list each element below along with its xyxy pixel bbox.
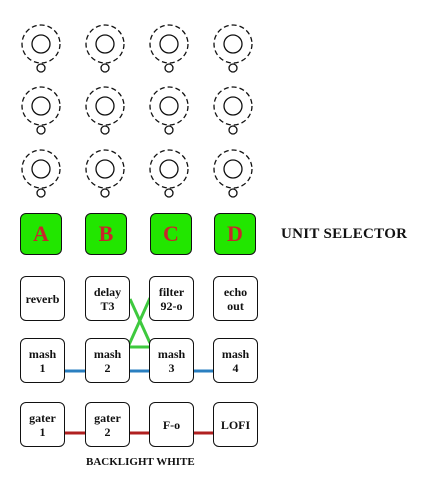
knob-3-2[interactable] (85, 149, 125, 198)
knob-cap-icon (31, 159, 51, 179)
button-line1: gater (94, 410, 121, 425)
button-line1: delay (93, 284, 122, 299)
knob-led-icon (164, 63, 174, 73)
knob-led-icon (164, 188, 174, 198)
button-line1: reverb (25, 291, 60, 306)
mash-3-button[interactable]: mash 3 (149, 338, 194, 383)
knob-3-3[interactable] (149, 149, 189, 198)
knob-ring-icon (21, 24, 61, 64)
button-line2: 3 (168, 360, 175, 375)
knob-3-4[interactable] (213, 149, 253, 198)
button-line2: 4 (232, 360, 239, 375)
knob-ring-icon (213, 24, 253, 64)
unit-d-button[interactable]: D (214, 213, 256, 255)
button-line1: mash (221, 346, 250, 361)
knob-cap-icon (159, 34, 179, 54)
knob-ring-icon (213, 86, 253, 126)
knob-cap-icon (95, 96, 115, 116)
knob-ring-icon (149, 149, 189, 189)
knob-ring-icon (21, 86, 61, 126)
button-line2: 1 (39, 424, 46, 439)
unit-selector-label: UNIT SELECTOR (281, 226, 408, 242)
button-line1: filter (158, 284, 185, 299)
knob-led-icon (164, 125, 174, 135)
lofi-button[interactable]: LOFI (213, 402, 258, 447)
knob-1-3[interactable] (149, 24, 189, 73)
filter-92o-button[interactable]: filter 92-o (149, 276, 194, 321)
mash-2-button[interactable]: mash 2 (85, 338, 130, 383)
button-line2: 1 (39, 360, 46, 375)
knob-2-1[interactable] (21, 86, 61, 135)
knob-ring-icon (85, 149, 125, 189)
link-filter-to-mash2 (126, 297, 152, 348)
knob-1-1[interactable] (21, 24, 61, 73)
knob-cap-icon (223, 34, 243, 54)
gater-1-button[interactable]: gater 1 (20, 402, 65, 447)
knob-cap-icon (31, 34, 51, 54)
button-line2: 2 (104, 360, 111, 375)
unit-c-button[interactable]: C (150, 213, 192, 255)
button-line2: out (227, 298, 244, 313)
button-line1: echo (223, 284, 248, 299)
f-o-button[interactable]: F-o (149, 402, 194, 447)
knob-led-icon (36, 188, 46, 198)
knob-led-icon (100, 188, 110, 198)
button-line1: mash (157, 346, 186, 361)
gater-2-button[interactable]: gater 2 (85, 402, 130, 447)
knob-2-2[interactable] (85, 86, 125, 135)
unit-a-button[interactable]: A (20, 213, 62, 255)
button-line1: gater (29, 410, 56, 425)
mash-1-button[interactable]: mash 1 (20, 338, 65, 383)
knob-ring-icon (213, 149, 253, 189)
knob-led-icon (228, 125, 238, 135)
knob-3-1[interactable] (21, 149, 61, 198)
knob-led-icon (100, 125, 110, 135)
knob-cap-icon (223, 96, 243, 116)
mash-4-button[interactable]: mash 4 (213, 338, 258, 383)
knob-ring-icon (149, 86, 189, 126)
button-line1: LOFI (220, 417, 251, 432)
knob-ring-icon (85, 24, 125, 64)
button-line1: mash (28, 346, 57, 361)
knob-cap-icon (159, 96, 179, 116)
button-line1: mash (93, 346, 122, 361)
knob-2-4[interactable] (213, 86, 253, 135)
knob-cap-icon (223, 159, 243, 179)
knob-led-icon (36, 125, 46, 135)
knob-led-icon (228, 63, 238, 73)
knob-ring-icon (149, 24, 189, 64)
reverb-button[interactable]: reverb (20, 276, 65, 321)
button-line2: 92-o (160, 298, 183, 313)
knob-1-2[interactable] (85, 24, 125, 73)
knob-cap-icon (159, 159, 179, 179)
knob-2-3[interactable] (149, 86, 189, 135)
delay-t3-button[interactable]: delay T3 (85, 276, 130, 321)
backlight-label: BACKLIGHT WHITE (86, 456, 195, 468)
button-line2: T3 (100, 298, 115, 313)
knob-ring-icon (85, 86, 125, 126)
knob-led-icon (228, 188, 238, 198)
knob-cap-icon (31, 96, 51, 116)
knob-led-icon (36, 63, 46, 73)
button-line2: 2 (104, 424, 111, 439)
knob-led-icon (100, 63, 110, 73)
echo-out-button[interactable]: echo out (213, 276, 258, 321)
unit-b-button[interactable]: B (85, 213, 127, 255)
knob-cap-icon (95, 34, 115, 54)
button-line1: F-o (162, 417, 181, 432)
knob-cap-icon (95, 159, 115, 179)
knob-ring-icon (21, 149, 61, 189)
knob-1-4[interactable] (213, 24, 253, 73)
